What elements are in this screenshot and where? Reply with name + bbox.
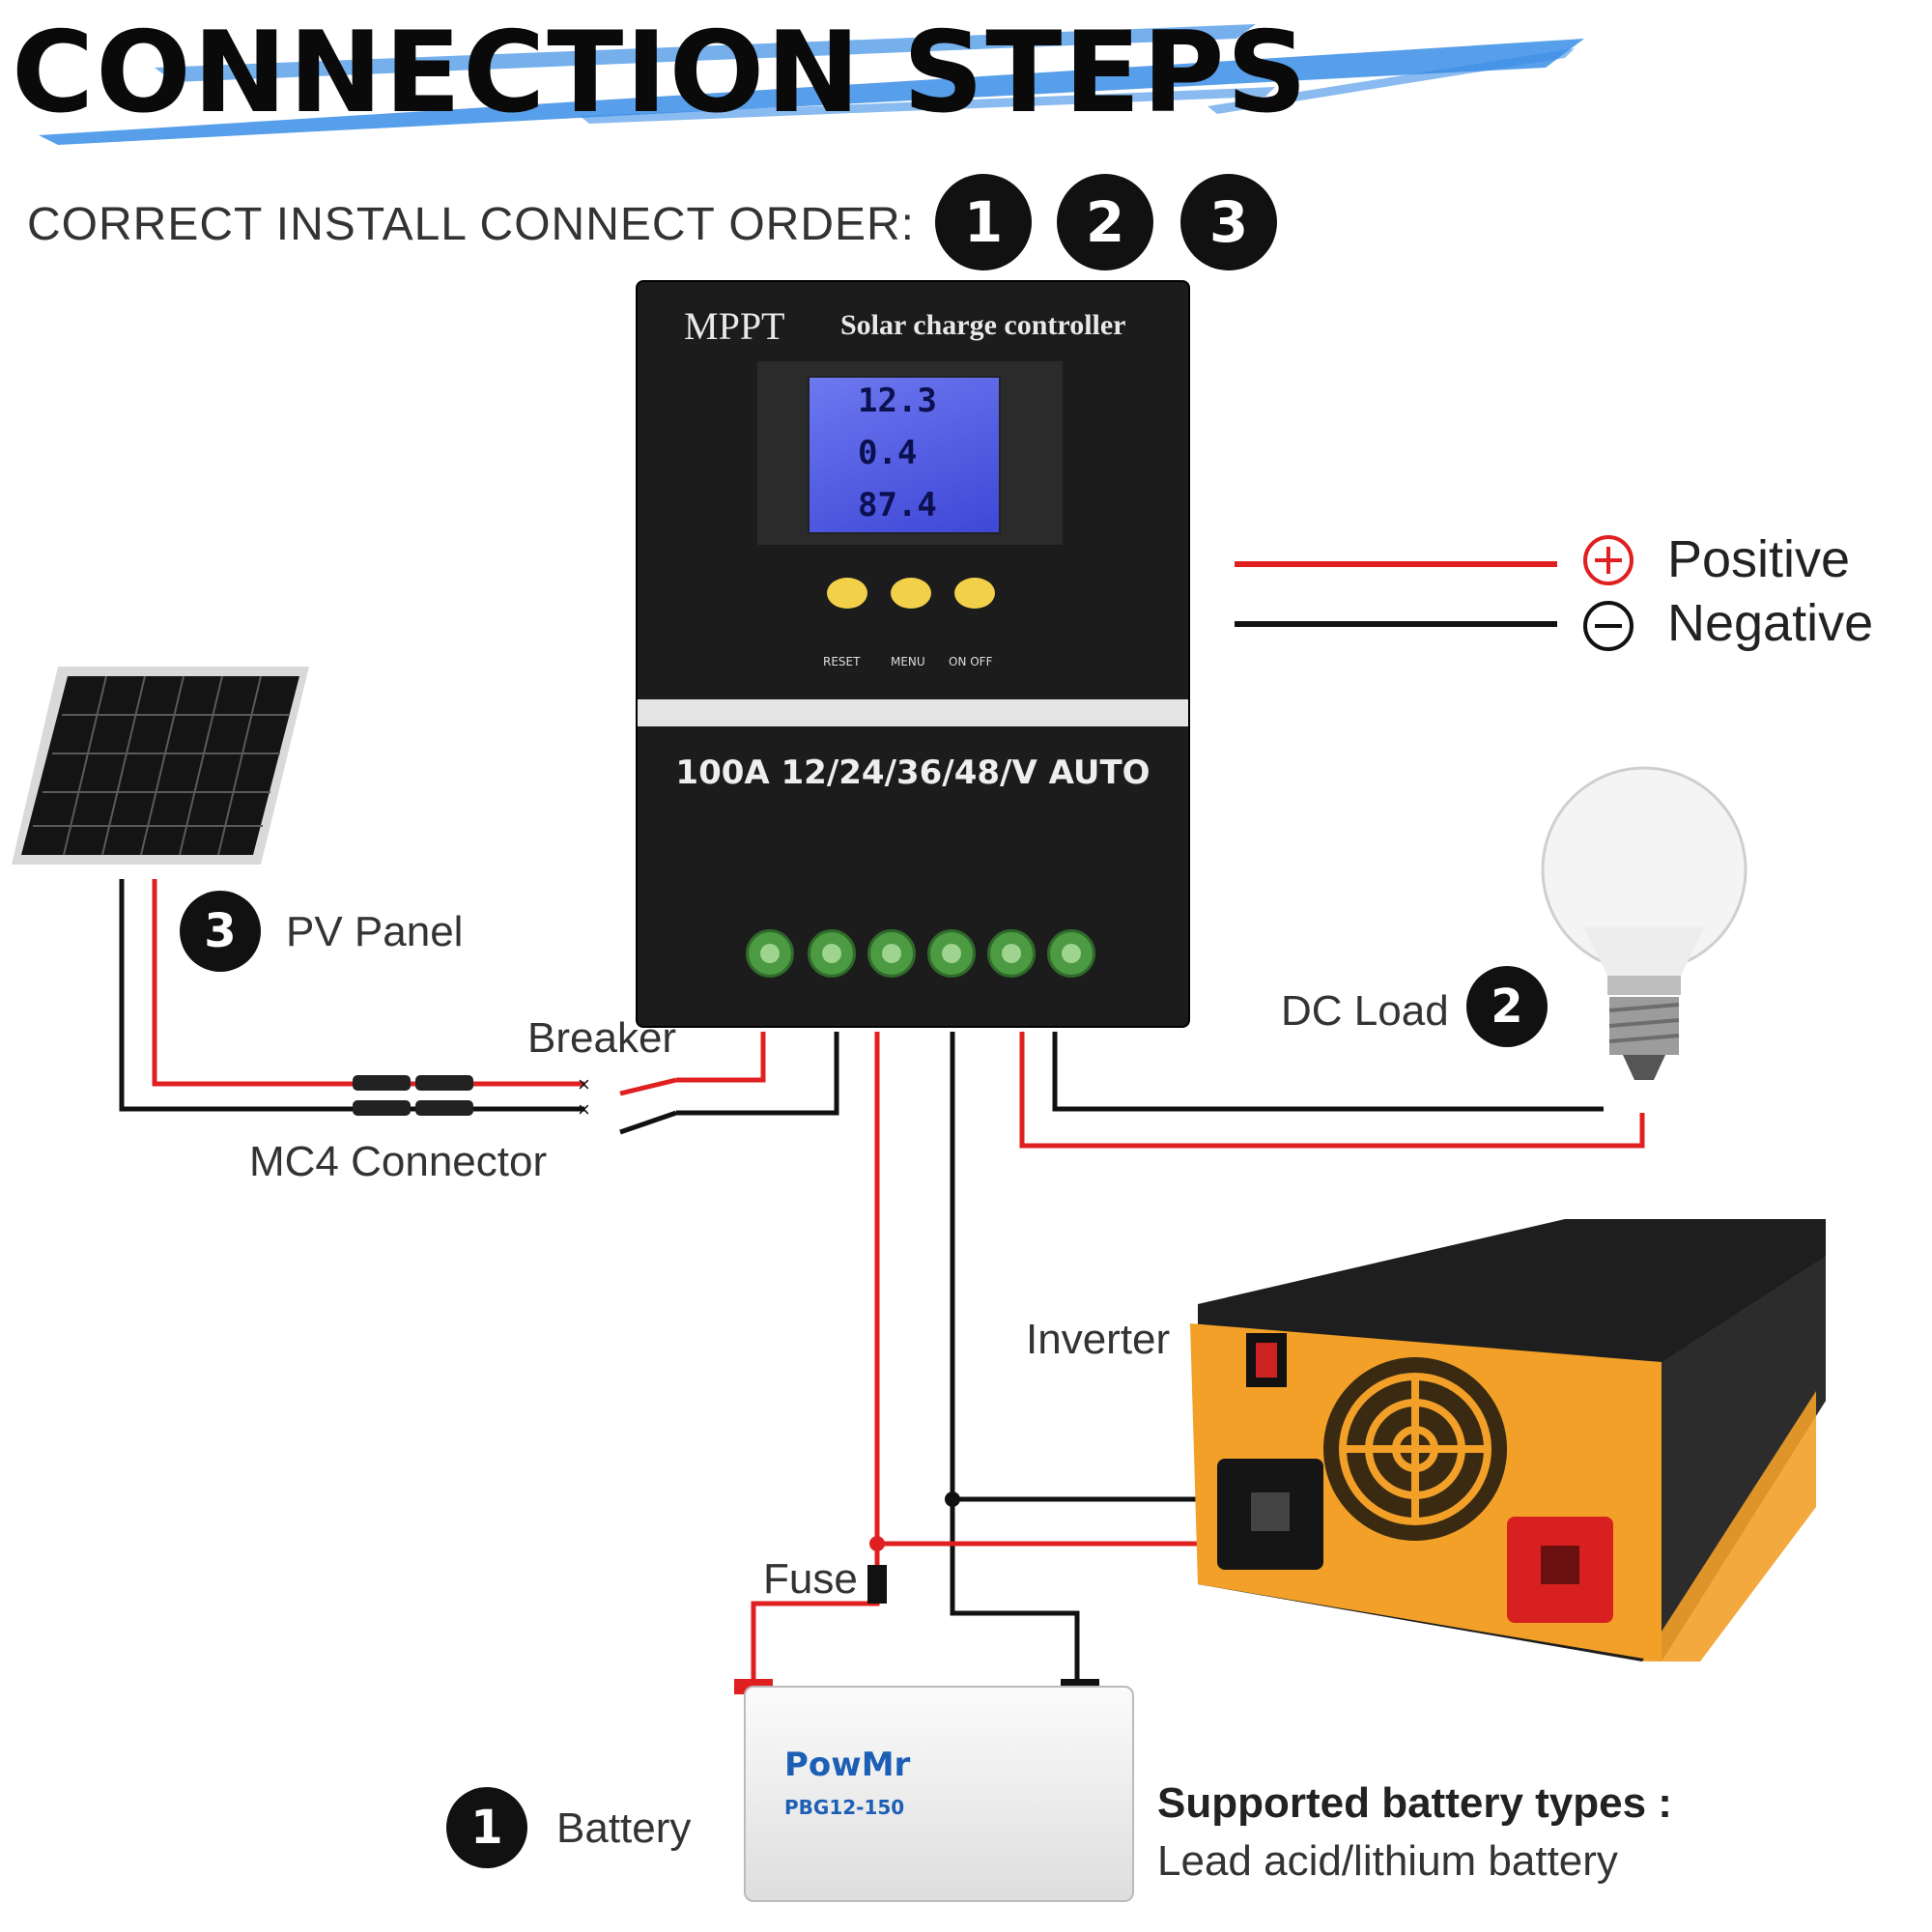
terminal-pv-negative xyxy=(808,929,856,978)
install-order-label: CORRECT INSTALL CONNECT ORDER: xyxy=(27,199,916,250)
terminal-load-negative xyxy=(1047,929,1095,978)
inverter-icon xyxy=(1190,1219,1826,1662)
lcd-frame: 12.3 0.4 87.4 xyxy=(757,361,1063,545)
lcd-current: 0.4 xyxy=(858,434,918,472)
controller-strip xyxy=(638,699,1188,726)
inverter-label: Inverter xyxy=(1026,1316,1171,1363)
lcd-percent: 87.4 xyxy=(858,486,937,525)
mc4-connector-icon xyxy=(353,1075,473,1116)
page-title: CONNECTION STEPS xyxy=(12,8,1310,138)
lcd-voltage: 12.3 xyxy=(858,382,937,420)
mc4-connector-label: MC4 Connector xyxy=(249,1138,548,1185)
pv-panel-label: PV Panel xyxy=(286,908,464,955)
battery-label: Battery xyxy=(556,1804,692,1852)
reset-button[interactable] xyxy=(827,578,867,609)
svg-text:×: × xyxy=(578,1097,590,1122)
battery-brand: PowMr xyxy=(784,1746,911,1784)
dc-load-label: DC Load xyxy=(1281,987,1449,1035)
title-brush-strokes xyxy=(39,24,1584,145)
menu-button[interactable] xyxy=(891,578,931,609)
controller-model: 100A 12/24/36/48/V AUTO xyxy=(675,753,1151,792)
dc-load-step-badge: 2 xyxy=(1466,966,1548,1047)
terminal-load-positive xyxy=(987,929,1036,978)
positive-symbol-icon xyxy=(1583,535,1634,585)
solar-charge-controller: MPPT Solar charge controller 12.3 0.4 87… xyxy=(638,282,1188,1026)
order-step-2: 2 xyxy=(1057,174,1153,270)
on-off-button[interactable] xyxy=(954,578,995,609)
negative-symbol-icon xyxy=(1583,601,1634,651)
legend-positive: Positive xyxy=(1667,530,1851,588)
supported-battery-title: Supported battery types : xyxy=(1157,1779,1672,1827)
menu-label: MENU xyxy=(891,655,925,668)
battery-step-badge: 1 xyxy=(446,1787,527,1868)
battery-model: PBG12-150 xyxy=(784,1796,905,1819)
reset-label: RESET xyxy=(823,655,861,668)
pv-step-badge: 3 xyxy=(180,891,261,972)
battery-icon: PowMr PBG12-150 xyxy=(744,1686,1134,1902)
terminal-pv-positive xyxy=(746,929,794,978)
solar-panel-icon xyxy=(12,667,309,865)
controller-brand: MPPT xyxy=(684,304,785,348)
order-step-3: 3 xyxy=(1180,174,1277,270)
order-step-1: 1 xyxy=(935,174,1032,270)
controller-title: Solar charge controller xyxy=(840,309,1126,341)
lcd-display: 12.3 0.4 87.4 xyxy=(808,376,1001,534)
breaker-label: Breaker xyxy=(527,1014,677,1062)
on-off-label: ON OFF xyxy=(949,655,993,668)
terminal-bat-negative xyxy=(927,929,976,978)
fuse-label: Fuse xyxy=(763,1555,858,1603)
fuse-icon xyxy=(867,1565,887,1604)
svg-text:×: × xyxy=(578,1072,590,1096)
terminal-bat-positive xyxy=(867,929,916,978)
supported-battery-types: Lead acid/lithium battery xyxy=(1157,1837,1618,1885)
light-bulb-icon xyxy=(1541,766,1747,1080)
legend-negative: Negative xyxy=(1667,594,1874,652)
